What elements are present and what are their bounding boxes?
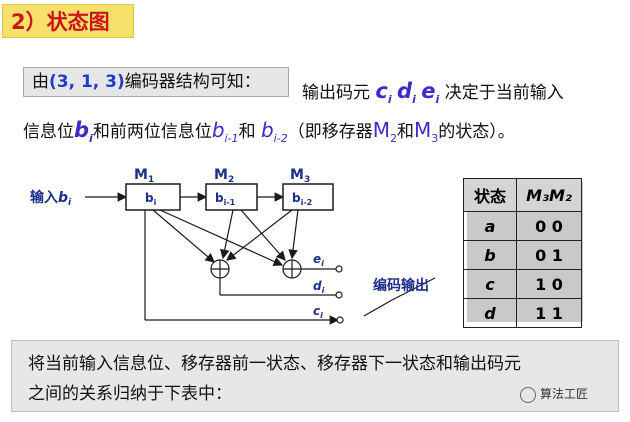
var-d: di: [397, 79, 416, 107]
output-e-label: ei: [313, 252, 324, 268]
register-m3-content: bi-2: [292, 191, 312, 207]
var-bi-2: bi-2: [260, 118, 288, 145]
line2-mid1: 和前两位信息位: [92, 122, 212, 142]
summary-box: 将当前输入信息位、移存器前一状态、移存器下一状态和输出码元 之间的关系归纳于下表…: [11, 340, 619, 412]
var-m3: M3: [413, 118, 439, 145]
var-e: ei: [421, 79, 440, 107]
description-line-1: 输出码元 ci di ei 决定于当前输入: [302, 78, 564, 106]
intro-prefix: 由: [32, 72, 49, 92]
line2-mid4: 和: [396, 122, 414, 142]
table-header-row: 状态 M₃M₂: [463, 178, 582, 212]
encoder-output-label: 编码输出: [373, 277, 429, 294]
slide-title: 2）状态图: [2, 4, 134, 38]
var-bi: bi: [74, 118, 93, 146]
intro-code: (3, 1, 3): [49, 72, 125, 92]
var-bi-1: bi-1: [211, 118, 239, 145]
register-m1-content: bi: [145, 191, 157, 207]
line2-suffix: 的状态）。: [438, 122, 515, 142]
line2-prefix: 信息位: [23, 122, 74, 142]
encoder-diagram: 输入bi M1 M2 M3 bi bi-1 bi-2 ei di ci 编码输出: [30, 167, 436, 325]
output-c-label: ci: [313, 304, 323, 320]
summary-line-2: 之间的关系归纳于下表中：: [28, 384, 232, 404]
description-line-2: 信息位bi和前两位信息位bi-1和 bi-2（即移存器M2和M3的状态）。: [23, 117, 515, 145]
intro-box: 由(3, 1, 3)编码器结构可知：: [23, 67, 289, 97]
header-value: M₃M₂: [516, 178, 582, 212]
intro-suffix: 编码器结构可知：: [124, 72, 261, 92]
var-m2: M2: [372, 118, 397, 145]
line1-prefix: 输出码元: [302, 83, 370, 103]
line1-suffix: 决定于当前输入: [444, 83, 564, 103]
register-m2-content: bi-1: [215, 191, 236, 207]
header-state: 状态: [463, 178, 517, 212]
register-m3-label: M3: [290, 167, 310, 185]
register-m1: [125, 183, 334, 211]
input-label: 输入bi: [30, 189, 72, 208]
register-m1-label: M1: [134, 167, 154, 185]
watermark: 算法工匠: [520, 385, 588, 403]
var-c: ci: [375, 79, 392, 107]
summary-line-1: 将当前输入信息位、移存器前一状态、移存器下一状态和输出码元: [28, 354, 521, 374]
line2-mid2: 和: [238, 122, 256, 142]
line2-mid3: （即移存器: [287, 122, 373, 142]
register-m2-label: M2: [214, 167, 234, 185]
wechat-icon: [520, 386, 536, 403]
output-d-label: di: [313, 279, 325, 295]
